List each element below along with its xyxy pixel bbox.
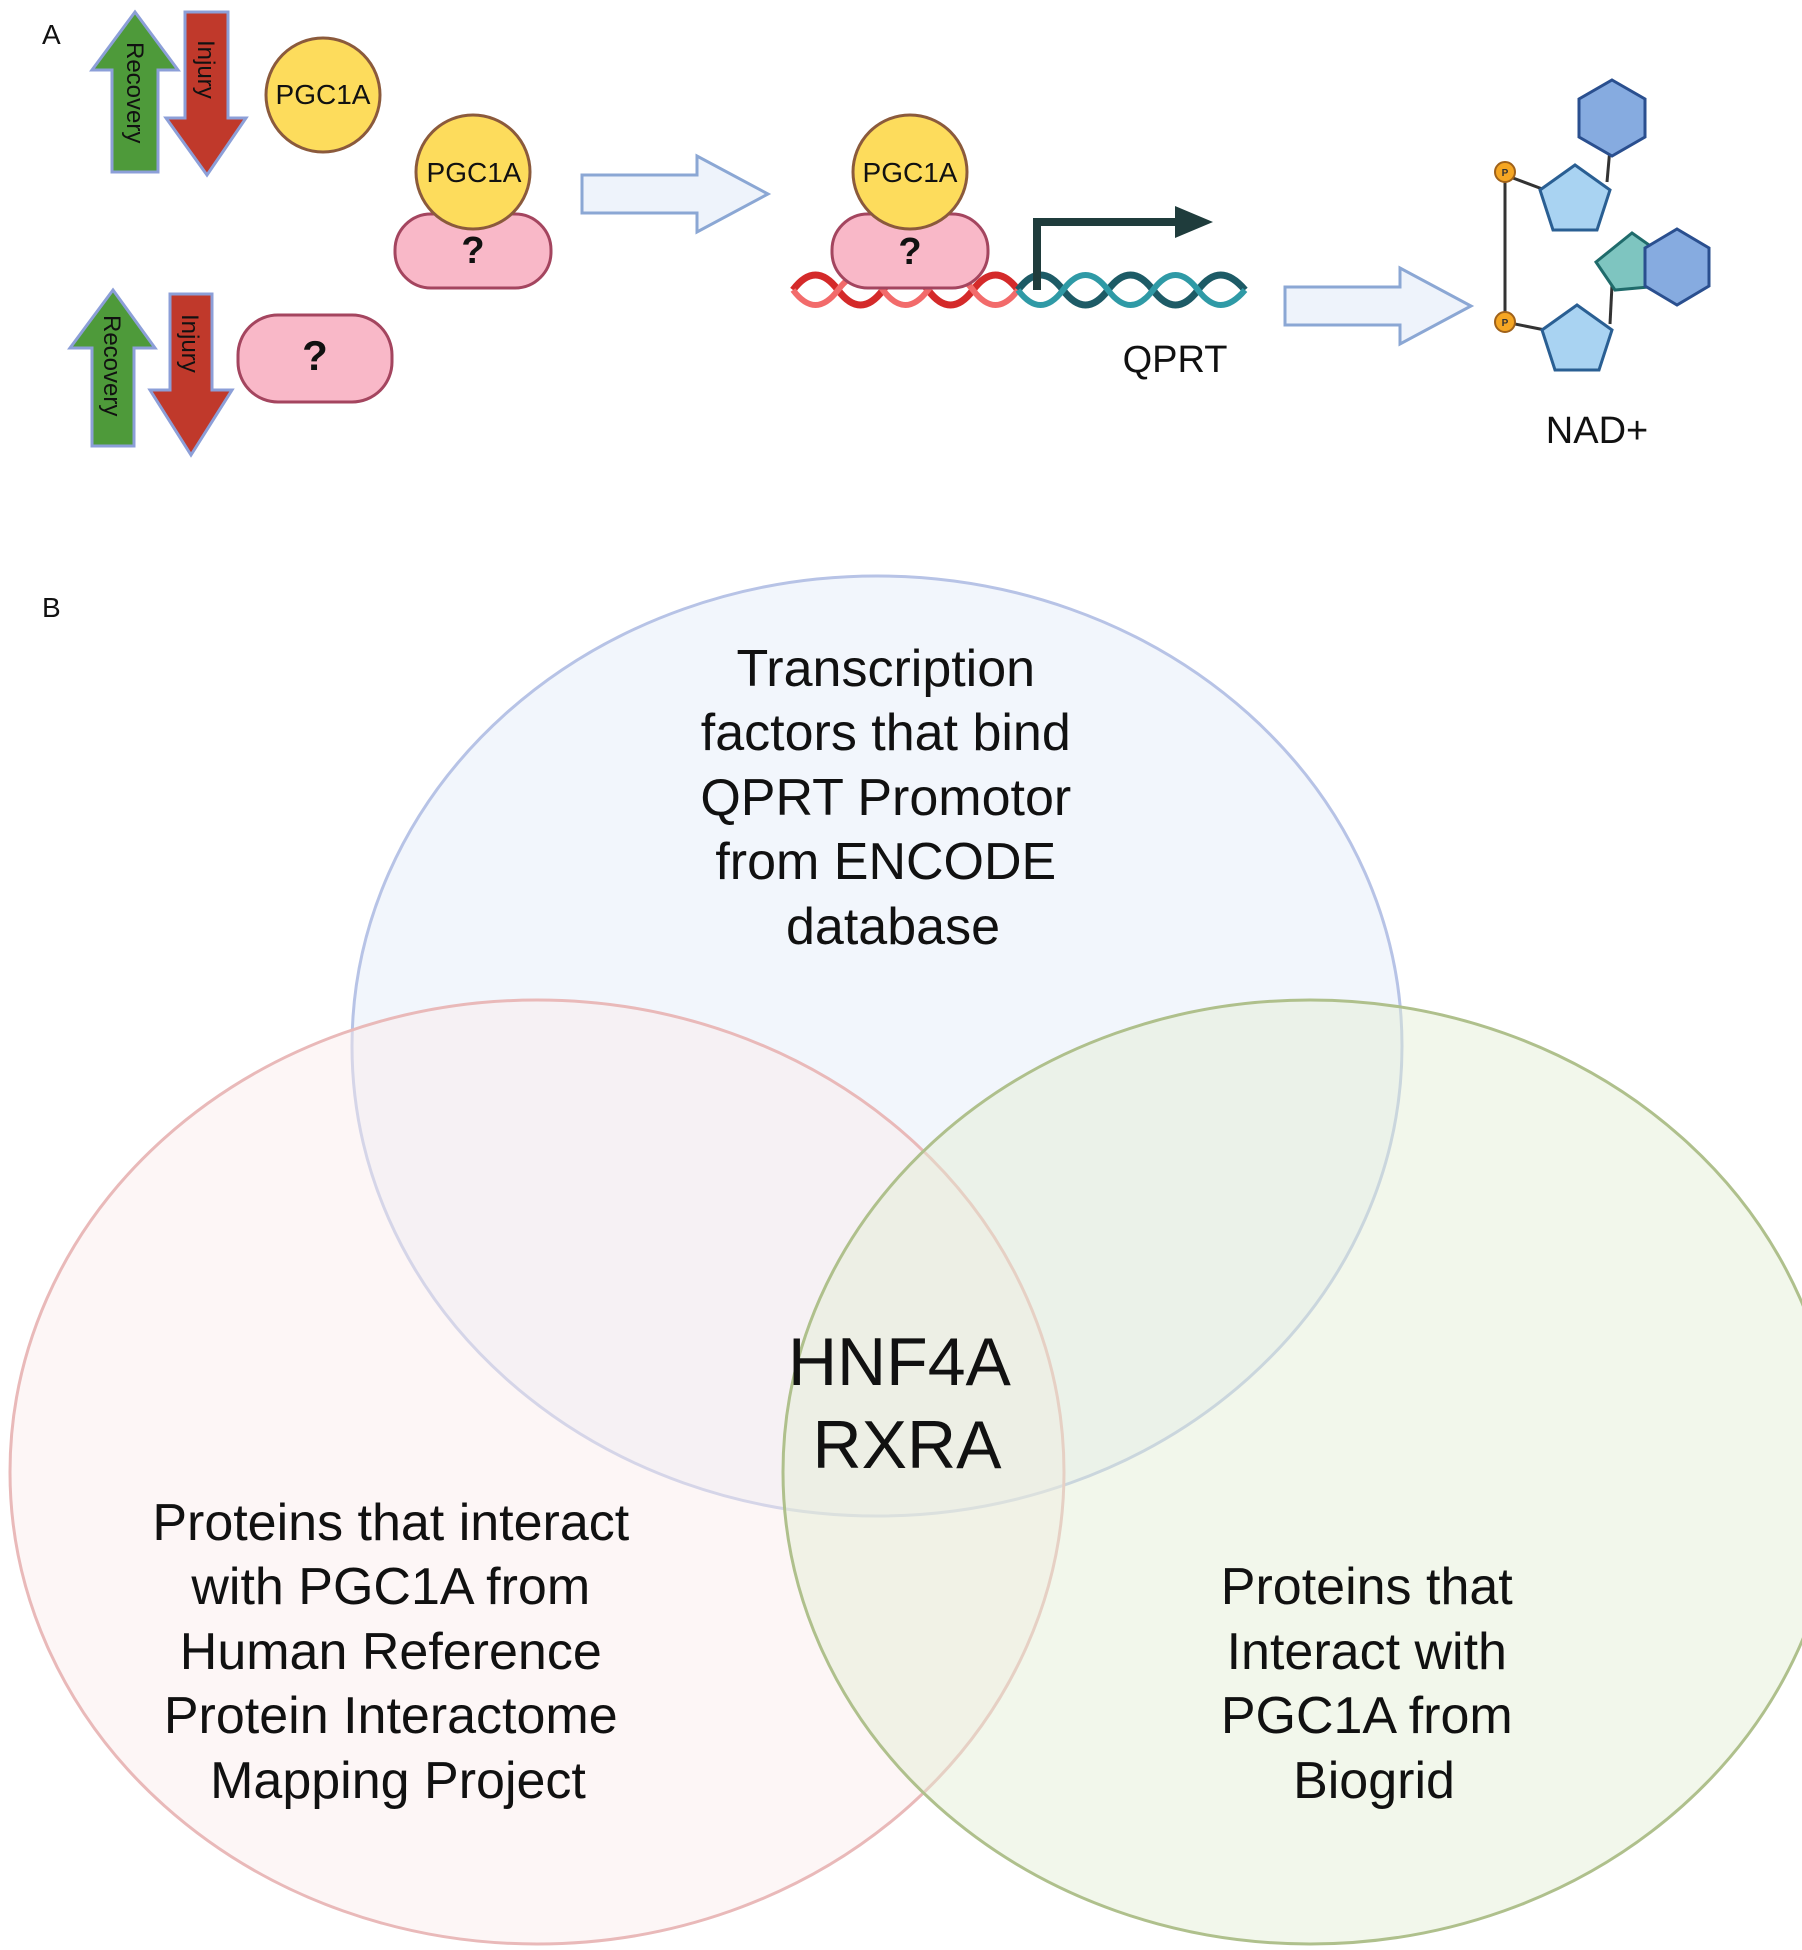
ribose-pentagon-bottom	[1540, 303, 1614, 372]
adenine-hexagon	[1643, 227, 1711, 307]
injury-label-top: Injury	[192, 40, 219, 99]
ribose-pentagon-top	[1538, 163, 1612, 232]
venn-set-biogrid	[781, 998, 1802, 1946]
pgc1a-complex: ? PGC1A	[393, 113, 553, 290]
venn-set-interactome-label: Proteins that interact with PGC1A from H…	[152, 1494, 643, 1810]
panel-b-label: B	[42, 592, 61, 623]
venn-set-biogrid-line: PGC1A from	[1221, 1687, 1513, 1745]
qprt-gene-label: QPRT	[1123, 339, 1228, 381]
venn-set-encode-line: Transcription	[736, 640, 1035, 698]
panel-b: B Transcription factors that bind QPRT P…	[8, 574, 1802, 1946]
recovery-arrow-top: Recovery	[89, 9, 181, 174]
recovery-label-bottom: Recovery	[98, 315, 125, 416]
transcription-start-arrow	[1033, 206, 1213, 290]
venn-set-encode-label: Transcription factors that bind QPRT Pro…	[700, 640, 1085, 956]
intersection-gene: HNF4A	[788, 1324, 1012, 1400]
pgc1a-protein-free: PGC1A	[264, 36, 382, 154]
phosphate-label-top: P	[1502, 168, 1509, 179]
venn-set-interactome	[8, 998, 1066, 1946]
phosphate-label-bottom: P	[1502, 318, 1509, 329]
panel-a-label: A	[42, 19, 61, 50]
venn-set-biogrid-label: Proteins that Interact with PGC1A from B…	[1221, 1558, 1527, 1810]
recovery-label-top: Recovery	[121, 42, 148, 143]
panel-a: A Recovery Injury Recovery Injury PGC1A …	[42, 9, 1711, 458]
venn-set-interactome-line: Protein Interactome	[164, 1687, 618, 1745]
venn-set-interactome-line: Human Reference	[180, 1623, 602, 1681]
venn-set-biogrid-line: Proteins that	[1221, 1558, 1513, 1616]
venn-set-interactome-line: Mapping Project	[210, 1752, 586, 1810]
venn-set-encode	[350, 574, 1404, 1518]
intersection-gene: RXRA	[813, 1407, 1003, 1483]
unknown-factor-free: ?	[236, 313, 394, 404]
unknown-label-complex: ?	[461, 230, 484, 272]
pgc1a-label-complex: PGC1A	[427, 157, 522, 188]
injury-label-bottom: Injury	[176, 314, 203, 373]
process-arrow-2	[1283, 265, 1475, 347]
venn-intersection-label: HNF4A RXRA	[788, 1324, 1026, 1483]
nad-label: NAD+	[1546, 410, 1648, 452]
venn-set-biogrid-line: Interact with	[1227, 1623, 1507, 1681]
injury-arrow-top: Injury	[163, 10, 249, 178]
venn-set-encode-line: from ENCODE	[715, 833, 1056, 891]
pgc1a-label-bound: PGC1A	[863, 157, 958, 188]
recovery-arrow-bottom: Recovery	[67, 287, 158, 448]
nad-molecule-icon: P P	[1494, 78, 1711, 372]
phosphate-top-icon	[1494, 161, 1516, 183]
venn-set-encode-line: factors that bind	[701, 704, 1071, 762]
unknown-label-bound: ?	[898, 231, 921, 273]
pgc1a-complex-bound: ? PGC1A	[830, 113, 990, 290]
injury-arrow-bottom: Injury	[147, 292, 235, 458]
process-arrow-1	[580, 153, 772, 235]
venn-set-biogrid-line: Biogrid	[1293, 1752, 1455, 1810]
venn-set-encode-line: database	[786, 898, 1000, 956]
unknown-label-free: ?	[302, 332, 328, 379]
venn-set-interactome-line: Proteins that interact	[152, 1494, 629, 1552]
pgc1a-label-free: PGC1A	[276, 79, 371, 110]
nicotinamide-hexagon	[1577, 78, 1647, 158]
venn-set-encode-line: QPRT Promotor	[700, 769, 1071, 827]
venn-set-interactome-line: with PGC1A from	[190, 1558, 590, 1616]
phosphate-bottom-icon	[1494, 311, 1516, 333]
